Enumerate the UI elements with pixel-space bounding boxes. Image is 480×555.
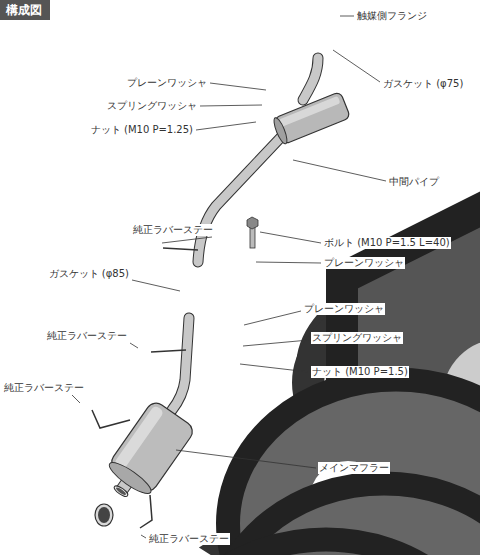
part-label: 純正ラバーステー — [148, 533, 230, 545]
part-label: プレーンワッシャ — [303, 303, 385, 315]
part-label: メインマフラー — [318, 462, 390, 474]
part-label: 純正ラバーステー — [3, 382, 85, 394]
part-label: ボルト (M10 P=1.5 L=40) — [323, 237, 451, 249]
part-label: ナット (M10 P=1.5) — [311, 366, 409, 378]
part-label: ガスケット (φ75) — [382, 78, 464, 90]
part-label: スプリングワッシャ — [311, 332, 403, 344]
part-label: ナット (M10 P=1.25) — [90, 124, 194, 136]
part-label: ガスケット (φ85) — [48, 268, 130, 280]
part-label: 触媒側フランジ — [356, 10, 428, 22]
part-label: プレーンワッシャ — [126, 77, 208, 89]
part-label: 純正ラバーステー — [46, 330, 128, 342]
title-tab: 構成図 — [0, 0, 50, 20]
part-label: 純正ラバーステー — [132, 224, 214, 236]
part-label: プレーンワッシャ — [323, 257, 405, 269]
part-label: スプリングワッシャ — [106, 100, 198, 112]
part-label: 中間パイプ — [388, 176, 440, 188]
